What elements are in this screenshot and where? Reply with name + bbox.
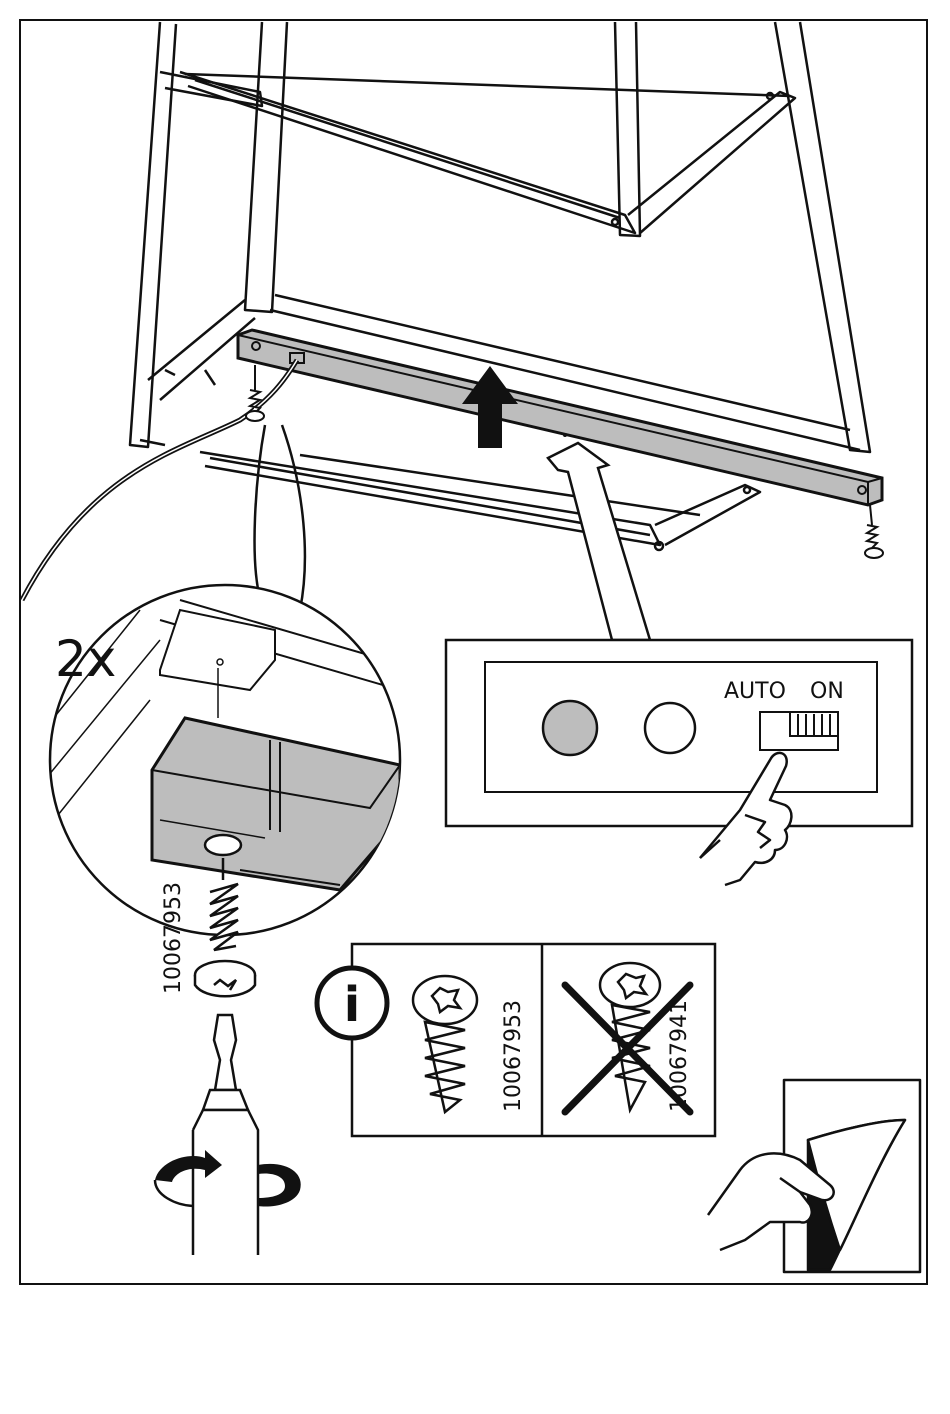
screwdriver-icon <box>193 1015 258 1255</box>
page-turn-icon <box>708 1080 920 1272</box>
sensor-lens-icon <box>543 701 597 755</box>
info-symbol: i <box>344 977 360 1033</box>
correct-part-number: 10067953 <box>501 1000 526 1112</box>
mode-switch <box>760 712 838 750</box>
switch-auto-label: AUTO <box>724 679 786 704</box>
screw-left-icon <box>246 365 264 421</box>
screw-right-icon <box>865 505 883 558</box>
quantity-label: 2x <box>55 630 116 688</box>
info-box: i 10067953 10067941 <box>317 944 715 1136</box>
switch-on-label: ON <box>810 679 844 704</box>
magnifier-callout: 2x <box>20 425 420 935</box>
sensor-panel-callout: AUTO ON <box>446 443 912 885</box>
screw-part-number: 10067953 <box>161 882 186 994</box>
indicator-led-icon <box>645 703 695 753</box>
